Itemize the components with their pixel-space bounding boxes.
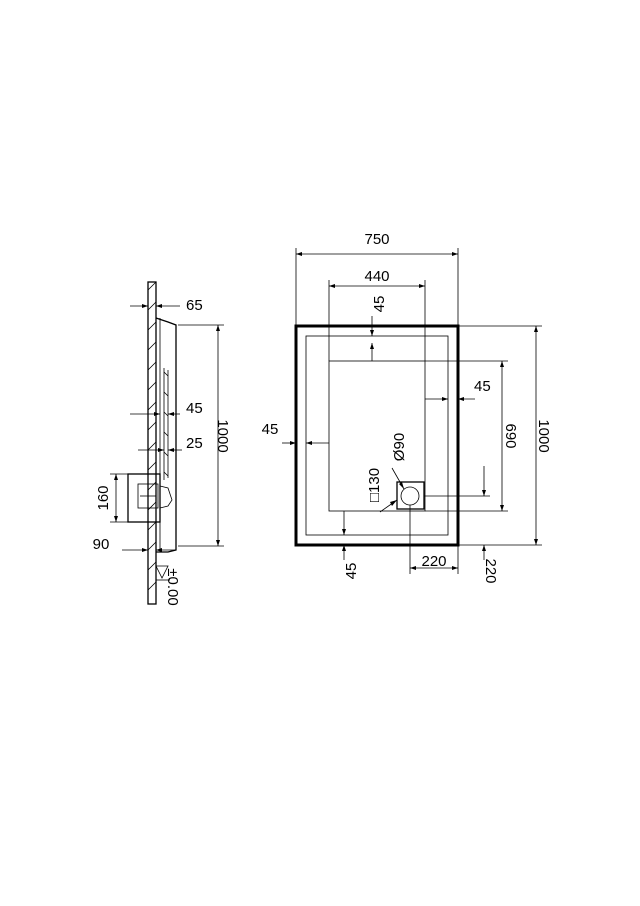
- dim-label-top-width: 750: [364, 231, 389, 248]
- tray-outer-outline: [294, 324, 460, 547]
- top-plan-view: 750 440 45 45: [262, 231, 552, 584]
- dim-top-length: [458, 325, 542, 546]
- dim-label-bottom-margin: 45: [343, 563, 360, 580]
- wall-section: [147, 281, 157, 605]
- dim-right-margin: [425, 397, 475, 401]
- dim-label-top-margin: 45: [371, 296, 388, 313]
- dim-label-depth-45: 45: [186, 400, 203, 417]
- dim-label-drain-square: □130: [366, 468, 383, 502]
- floor-level-marker: [155, 565, 170, 581]
- dim-left-margin: [282, 441, 329, 445]
- dim-drain-height: [110, 473, 128, 523]
- dim-label-right-margin: 45: [474, 378, 491, 395]
- drain-section: [127, 473, 173, 523]
- dim-top-margin: [370, 316, 374, 361]
- dim-top-width: [295, 248, 459, 326]
- dim-inner-length: [425, 360, 508, 512]
- dim-bottom-margin: [342, 511, 346, 560]
- dim-rim: [130, 304, 180, 308]
- drain-circle: [400, 486, 420, 506]
- dim-label-floor-level: ±0.00: [164, 568, 181, 605]
- dim-label-floor-25: 25: [186, 435, 203, 452]
- dim-label-drain-y: 220: [482, 558, 499, 583]
- tray-basin: [328, 360, 426, 512]
- dim-label-top-length: 1000: [535, 419, 552, 452]
- dim-label-drain-x: 220: [421, 553, 446, 570]
- dim-floor-25: [138, 448, 182, 452]
- dim-drain-y: [424, 466, 490, 560]
- dim-label-inner-length: 690: [502, 423, 519, 448]
- dim-side-length: [178, 324, 224, 547]
- dim-inner-width: [328, 280, 426, 361]
- tray-profile: [155, 317, 177, 553]
- dim-label-drain-offset: 90: [93, 536, 110, 553]
- drain-square: [396, 481, 425, 510]
- dim-label-left-margin: 45: [262, 421, 279, 438]
- dim-depth-45: [130, 412, 180, 416]
- dim-label-side-length: 1000: [214, 419, 231, 452]
- dim-label-inner-width: 440: [364, 268, 389, 285]
- dim-label-rim: 65: [186, 297, 203, 314]
- dim-label-drain-diameter: Ø90: [391, 433, 408, 461]
- side-section-view: 65 45 25 1000: [93, 281, 231, 606]
- dim-label-drain-height: 160: [95, 485, 112, 510]
- tray-inner-rim: [305, 335, 449, 536]
- dim-drain-offset: [122, 548, 176, 552]
- dim-drain-x: [409, 505, 459, 574]
